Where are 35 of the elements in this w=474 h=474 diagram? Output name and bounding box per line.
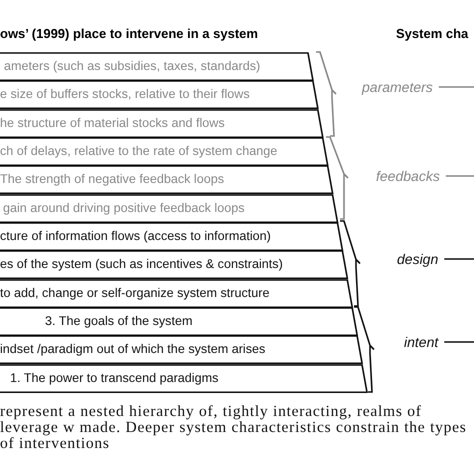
leverage-level-bar [0,335,364,365]
diagram-title: ows’ (1999) place to intervene in a system [0,26,258,41]
leverage-level-bar [0,278,354,308]
level-text: ameters (such as subsidies, taxes, standards) [4,58,260,74]
connector-line [438,86,474,88]
column-heading: System cha [396,26,468,41]
leverage-level-bar [0,108,325,138]
level-text: ch of delays, relative to the rate of system change [0,142,278,159]
caption: represent a nested hierarchy of, tightly interacting, realms of leverage w made. Deeper system characteristics constrain the types of interventions [0,404,468,452]
group-label: intent [404,333,438,351]
level-text: e size of buffers stocks, relative to their flows [0,86,250,102]
group-label: design [397,250,438,268]
leverage-level-bar [0,250,350,280]
level-text: cture of information flows (access to information) [0,228,271,244]
leverage-level-bar [0,364,369,393]
leverage-level-bar [0,52,315,82]
connector-line [444,258,474,260]
level-text: 3. The goals of the system [45,312,192,329]
level-text: he structure of material stocks and flows [0,114,225,131]
connector-line [446,175,474,177]
leverage-level-bar [0,306,360,336]
level-text: The strength of negative feedback loops [0,171,224,188]
level-text: indset /paradigm out of which the system arises [0,341,266,358]
level-text: es of the system (such as incentives & constraints) [0,256,283,272]
level-text: 1. The power to transcend paradigms [10,370,218,386]
leverage-level-bar [0,222,344,252]
leverage-level-bar [0,136,330,166]
group-label: parameters [362,78,433,96]
group-label: feedbacks [376,167,440,185]
leverage-level-bar [0,194,340,223]
level-text: to add, change or self-organize system structure [0,284,270,301]
level-text: gain around driving positive feedback loops [3,200,245,216]
leverage-level-bar [0,165,335,195]
leverage-level-bar [0,80,320,110]
connector-line [444,341,474,343]
